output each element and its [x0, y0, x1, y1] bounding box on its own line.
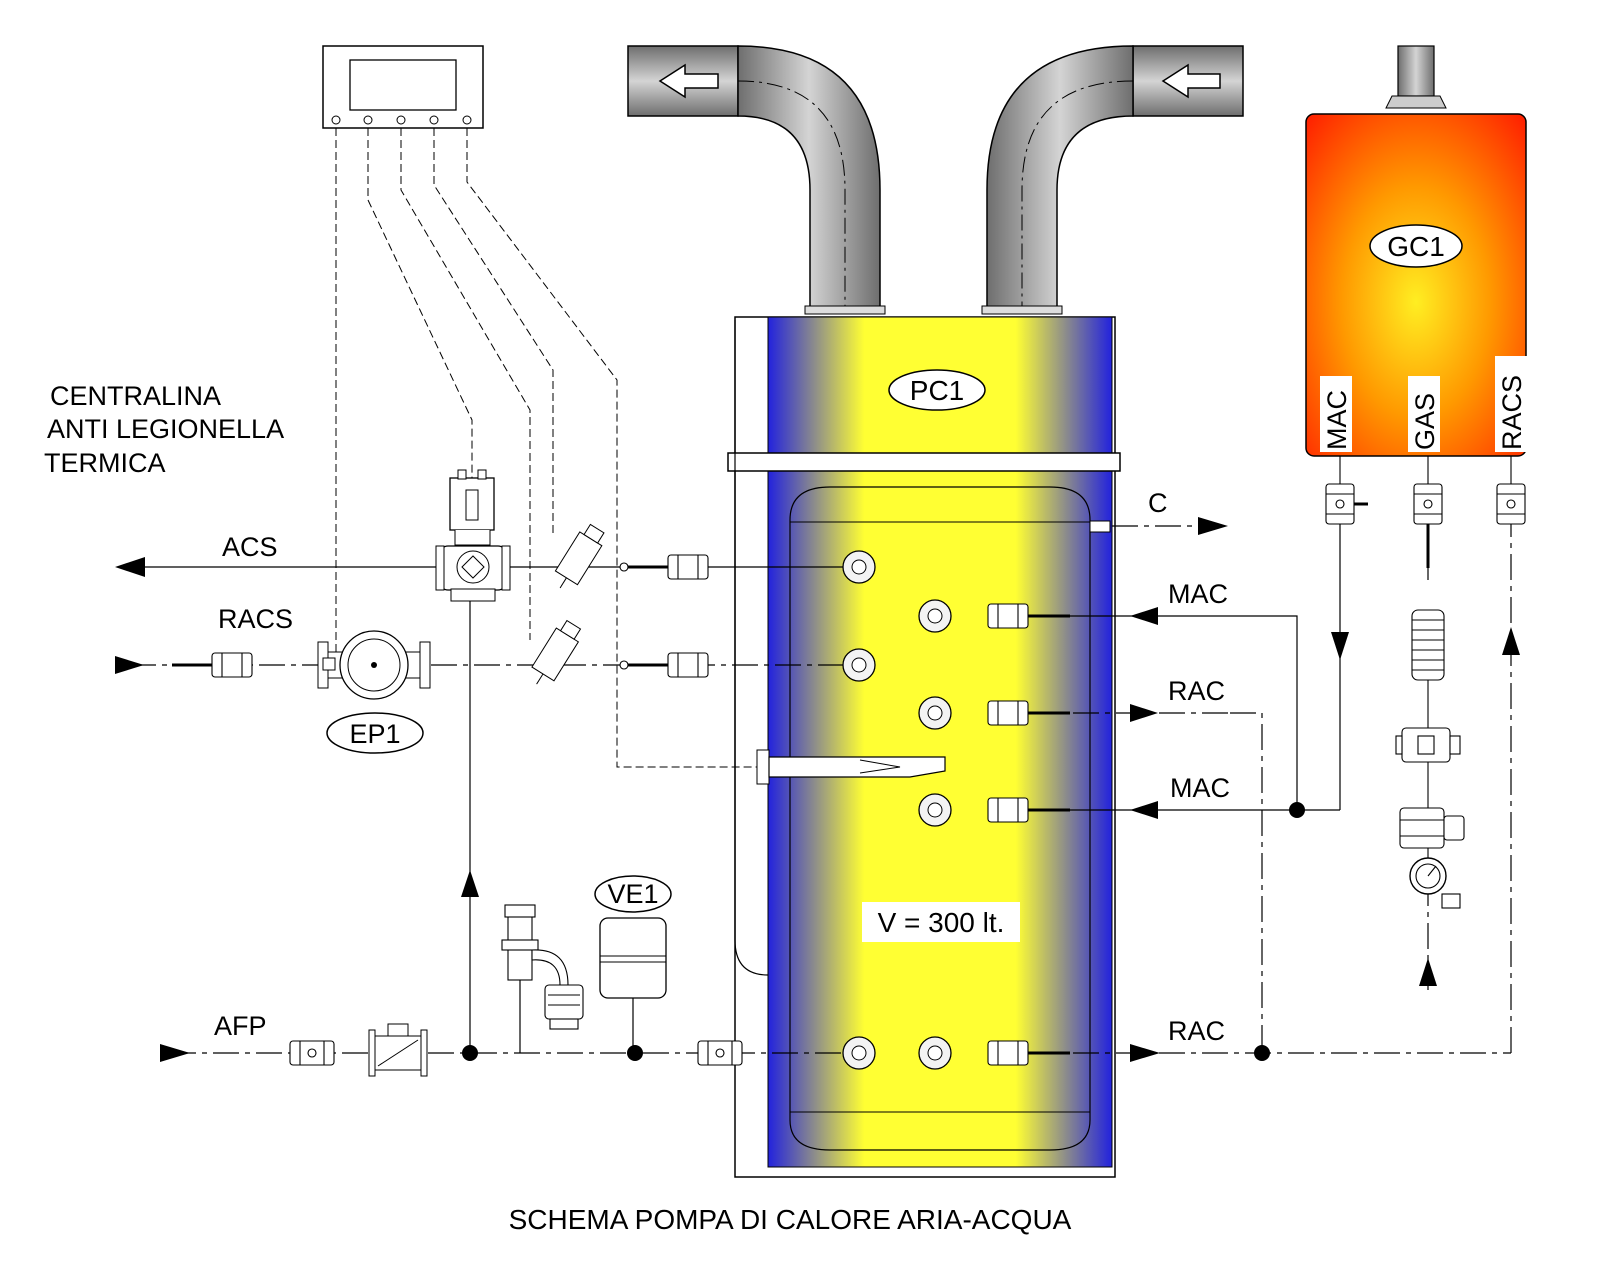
arrow-rac-lower-icon	[1130, 1044, 1160, 1062]
label-rac-upper: RAC	[1168, 676, 1225, 706]
arrow-rac-upper-icon	[1130, 704, 1158, 722]
tank-volume-text: V = 300 lt.	[878, 907, 1005, 938]
controller-label: CENTRALINA ANTI LEGIONELLA TERMICA	[44, 381, 284, 478]
flexible-hose	[1411, 609, 1445, 681]
temperature-sensor-acs	[554, 523, 605, 589]
valve-mac-lower	[987, 797, 1070, 823]
air-duct-left-arrow-icon	[658, 63, 719, 99]
arrow-c-icon	[1198, 517, 1228, 535]
tank-volume-label: V = 300 lt.	[862, 902, 1020, 942]
pump-tag: EP1	[326, 712, 424, 754]
check-valve	[368, 1023, 428, 1077]
tank-nozzles	[842, 520, 1111, 1070]
pressure-gauge-icon	[1409, 857, 1461, 909]
expansion-vessel	[599, 917, 667, 1053]
boiler-valve-gas	[1413, 483, 1443, 568]
valve-racs	[619, 652, 709, 678]
gas-filter	[1395, 727, 1461, 763]
label-afp: AFP	[214, 1011, 267, 1041]
ball-valves	[172, 554, 1070, 1066]
arrow-mac-upper-icon	[1130, 607, 1158, 625]
svg-text:TERMICA: TERMICA	[44, 448, 166, 478]
immersion-probe	[756, 749, 946, 785]
valve-racs-inlet	[172, 652, 253, 678]
solid-return-piping	[1030, 520, 1341, 811]
pump-tag-text: EP1	[349, 719, 400, 749]
label-rac-lower: RAC	[1168, 1016, 1225, 1046]
expansion-vessel-tag-text: VE1	[607, 879, 658, 909]
arrow-racs-icon	[115, 656, 144, 674]
boiler-port-labels: MAC GAS RACS	[1320, 356, 1527, 452]
arrow-mac-lower-icon	[1130, 801, 1158, 819]
air-duct-right-arrow-icon	[1161, 63, 1221, 99]
arrow-boiler-racs-icon	[1502, 627, 1520, 655]
boiler-valves	[1325, 456, 1526, 568]
label-mac-lower: MAC	[1170, 773, 1230, 803]
diagram-title: SCHEMA POMPA DI CALORE ARIA-ACQUA	[509, 1204, 1072, 1235]
expansion-vessel-tag: VE1	[594, 875, 672, 913]
controller-unit	[322, 45, 484, 129]
label-c: C	[1148, 488, 1168, 518]
nozzle-mac-lower	[918, 793, 952, 827]
boiler-valve-racs	[1496, 483, 1526, 525]
air-duct-left	[627, 45, 886, 315]
boiler-tag: GC1	[1369, 224, 1463, 268]
label-racs: RACS	[218, 604, 293, 634]
flow-arrows	[115, 517, 1520, 1062]
air-duct-right	[981, 45, 1244, 315]
valve-mac-upper	[987, 603, 1070, 629]
safety-valve-group	[501, 904, 584, 1030]
boiler-valve-mac	[1325, 483, 1368, 525]
label-mac-upper: MAC	[1168, 579, 1228, 609]
circulator-pump	[317, 630, 431, 700]
tank-tag-text: PC1	[910, 375, 964, 406]
gas-boiler	[1305, 45, 1527, 457]
arrow-gas-icon	[1419, 958, 1437, 986]
nozzle-rac-upper	[918, 696, 952, 730]
gas-regulator	[1399, 807, 1465, 849]
arrow-riser-icon	[461, 870, 479, 897]
nozzle-mac-upper	[918, 599, 952, 633]
nozzle-racs	[842, 648, 876, 682]
junction-dots	[462, 802, 1305, 1061]
nozzle-acs	[842, 550, 876, 584]
tank-tag: PC1	[888, 369, 986, 411]
nozzle-rac-lower	[918, 1036, 952, 1070]
valve-rac-upper	[987, 700, 1070, 726]
arrow-boiler-mac-icon	[1331, 632, 1349, 660]
boiler-tag-text: GC1	[1387, 231, 1445, 262]
valve-acs	[619, 554, 709, 580]
arrow-afp-icon	[160, 1044, 190, 1062]
valve-rac-lower	[987, 1040, 1070, 1066]
valve-afp-tank	[697, 1040, 743, 1066]
svg-text:ANTI LEGIONELLA: ANTI LEGIONELLA	[47, 414, 284, 444]
boiler-port-racs: RACS	[1497, 375, 1527, 450]
heat-pump-tank	[727, 316, 1121, 1178]
temperature-sensor-racs	[531, 619, 582, 685]
boiler-port-mac: MAC	[1322, 390, 1352, 450]
thermostatic-mixing-valve	[435, 469, 511, 602]
nozzle-afp	[842, 1036, 876, 1070]
valve-afp-inlet	[289, 1040, 335, 1066]
svg-text:CENTRALINA: CENTRALINA	[50, 381, 221, 411]
arrow-acs-icon	[115, 557, 145, 577]
boiler-port-gas: GAS	[1410, 393, 1440, 450]
label-acs: ACS	[222, 532, 278, 562]
gas-line-fittings	[1395, 609, 1465, 909]
line-labels: ACS RACS AFP C MAC RAC MAC RAC	[214, 488, 1230, 1046]
